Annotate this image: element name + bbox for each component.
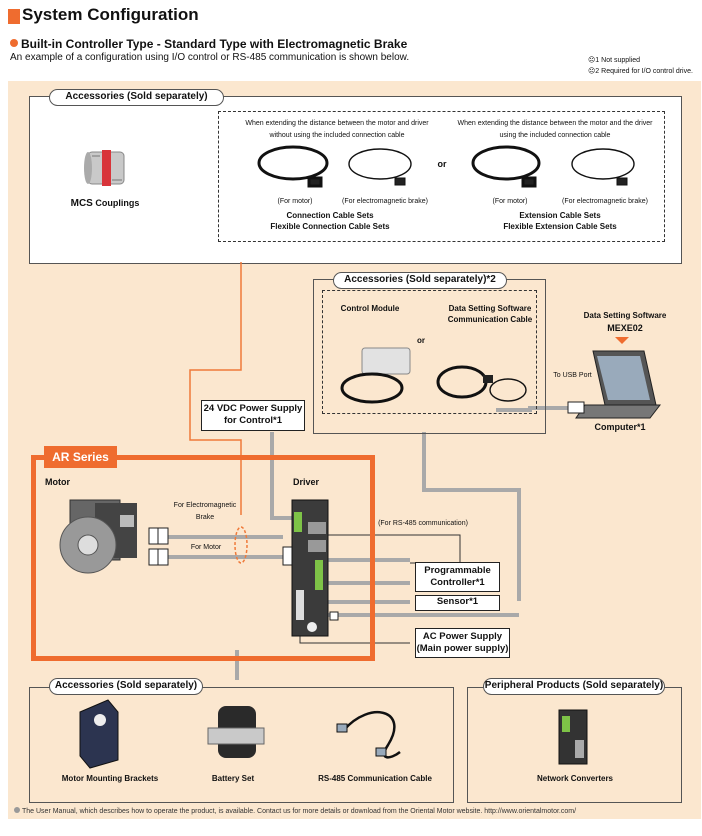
bracket-image [79, 699, 119, 769]
motor-label: Motor [45, 477, 70, 487]
ar-series-frame [31, 455, 375, 661]
software-label: Data Setting Software [583, 311, 667, 320]
driver-label: Driver [292, 477, 319, 487]
data-cable-label-1: Data Setting Software [448, 304, 532, 313]
software-name: MEXE02 [607, 323, 643, 333]
peripheral-box [467, 687, 682, 803]
ar-series-tab: AR Series [44, 446, 117, 468]
sensor-box: Sensor*1 [415, 595, 500, 611]
couplings-brand: MCS [70, 198, 93, 209]
rs485-label: (For RS-485 communication) [378, 520, 468, 527]
laptop-image [575, 337, 662, 419]
computer-label: Computer*1 [594, 422, 646, 432]
conn-title-2: Flexible Connection Cable Sets [270, 222, 390, 231]
note-required: ☹2 Required for I/O control drive. [588, 68, 693, 75]
power24-line1: 24 VDC Power Supply [203, 403, 303, 414]
orange-lines [189, 262, 248, 564]
control-module-image [340, 347, 527, 404]
battery-image [207, 706, 265, 758]
ext-title-2: Flexible Extension Cable Sets [503, 222, 617, 231]
ac-line1: AC Power Supply [422, 631, 503, 642]
conn-title-1: Connection Cable Sets [286, 211, 374, 220]
ext-title-1: Extension Cable Sets [519, 211, 601, 220]
accessories-bottom-box [29, 687, 454, 803]
usb-label: To USB Port [553, 372, 592, 379]
sensor-plug [329, 611, 339, 621]
for-motor-label-1: (For motor) [277, 198, 313, 205]
usb-plug [567, 401, 585, 414]
control-module-label: Control Module [340, 304, 400, 313]
ac-box: AC Power Supply(Main power supply) [415, 628, 510, 658]
for-motor-label-2: (For motor) [492, 198, 528, 205]
for-brake-label-2: (For electromagnetic brake) [562, 198, 648, 205]
conn-desc: When extending the distance between the … [245, 120, 429, 139]
accessories-top-label: Accessories (Sold separately) [49, 89, 224, 106]
ar-series-bold: AR [52, 450, 70, 464]
for-brake-line2: Brake [195, 514, 215, 521]
title-marker [8, 9, 20, 24]
for-brake-label-1: (For electromagnetic brake) [342, 198, 428, 205]
accessories-top-box [29, 96, 682, 264]
couplings-label: MCS Couplings [60, 198, 150, 209]
for-brake-line1: For Electromagnetic [173, 502, 237, 509]
brackets-label: Motor Mounting Brackets [61, 774, 159, 783]
page-title: System Configuration [22, 5, 199, 24]
sensor-label: Sensor*1 [436, 596, 479, 607]
motor-image [59, 499, 137, 574]
ac-line2: (Main power supply) [416, 643, 509, 654]
motor-connectors [148, 527, 294, 566]
subtitle: Built-in Controller Type - Standard Type… [10, 37, 407, 51]
ext-desc: When extending the distance between the … [457, 120, 653, 139]
peripheral-label: Peripheral Products (Sold separately) [483, 678, 665, 695]
gray-cables [161, 406, 568, 680]
cable-dashed-box [218, 111, 665, 242]
ar-series-rest: Series [69, 450, 109, 464]
description: An example of a configuration using I/O … [10, 52, 410, 63]
footer-note: The User Manual, which describes how to … [14, 807, 576, 815]
plc-line2: Controller*1 [430, 577, 485, 588]
for-motor-label: For Motor [190, 544, 222, 551]
connection-cable-images [257, 145, 635, 188]
or-label-mid: or [417, 336, 425, 345]
note-not-supplied: ☹1 Not supplied [588, 57, 641, 64]
footer-text: The User Manual, which describes how to … [22, 808, 577, 815]
accessories-bottom-label: Accessories (Sold separately) [49, 678, 203, 695]
accessories-mid-dashed [322, 290, 537, 414]
bullet-dot [10, 39, 18, 47]
data-cable-label-2: Communication Cable [447, 315, 533, 324]
coupling-image [84, 150, 125, 186]
plc-line1: Programmable [424, 565, 491, 576]
driver-image [291, 499, 329, 637]
or-label-top: or [437, 159, 447, 169]
rs485-cable-image [336, 711, 401, 759]
power24-line2: for Control*1 [223, 415, 283, 426]
couplings-text: Couplings [95, 198, 140, 208]
converter-image [558, 709, 588, 765]
rs485-cable-label: RS-485 Communication Cable [318, 774, 432, 783]
battery-label: Battery Set [211, 774, 255, 783]
footer-bullet [14, 807, 20, 813]
accessories-mid-label: Accessories (Sold separately)*2 [333, 272, 507, 289]
converters-label: Network Converters [536, 774, 614, 783]
subtitle-text: Built-in Controller Type - Standard Type… [21, 37, 408, 51]
